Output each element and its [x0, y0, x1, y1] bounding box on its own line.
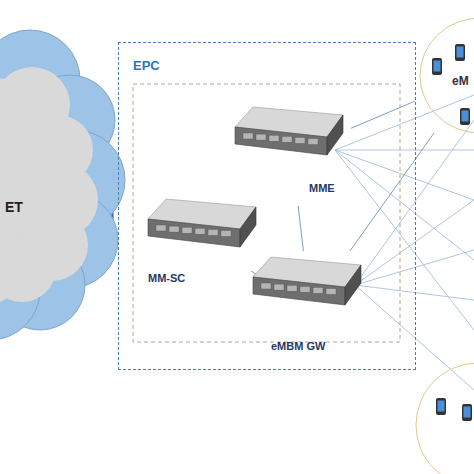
internet-cloud: ET — [0, 40, 100, 325]
cell-ellipse: eM — [415, 18, 474, 133]
node-label: eM — [452, 75, 469, 87]
node-label: ET — [5, 200, 23, 214]
link-line — [351, 101, 415, 128]
server-box: MME — [233, 101, 351, 206]
cell-ellipse — [416, 363, 474, 474]
internet-cloud-outline — [0, 40, 100, 325]
link-line — [251, 271, 256, 274]
server-box: eMBM GW — [251, 251, 369, 363]
epc-boundary: EPC MM-SC MME eMBM GW — [118, 42, 416, 370]
node-label: MME — [309, 183, 335, 194]
radio-link-lines — [335, 95, 474, 390]
server-box: MM-SC — [146, 193, 256, 288]
link-line — [350, 133, 434, 251]
node-label: EPC — [133, 59, 160, 72]
node-label: MM-SC — [148, 273, 185, 284]
phone-icons — [432, 44, 472, 421]
node-label: eMBM GW — [271, 341, 325, 352]
link-line — [298, 206, 303, 251]
core-area-outline — [133, 84, 400, 342]
